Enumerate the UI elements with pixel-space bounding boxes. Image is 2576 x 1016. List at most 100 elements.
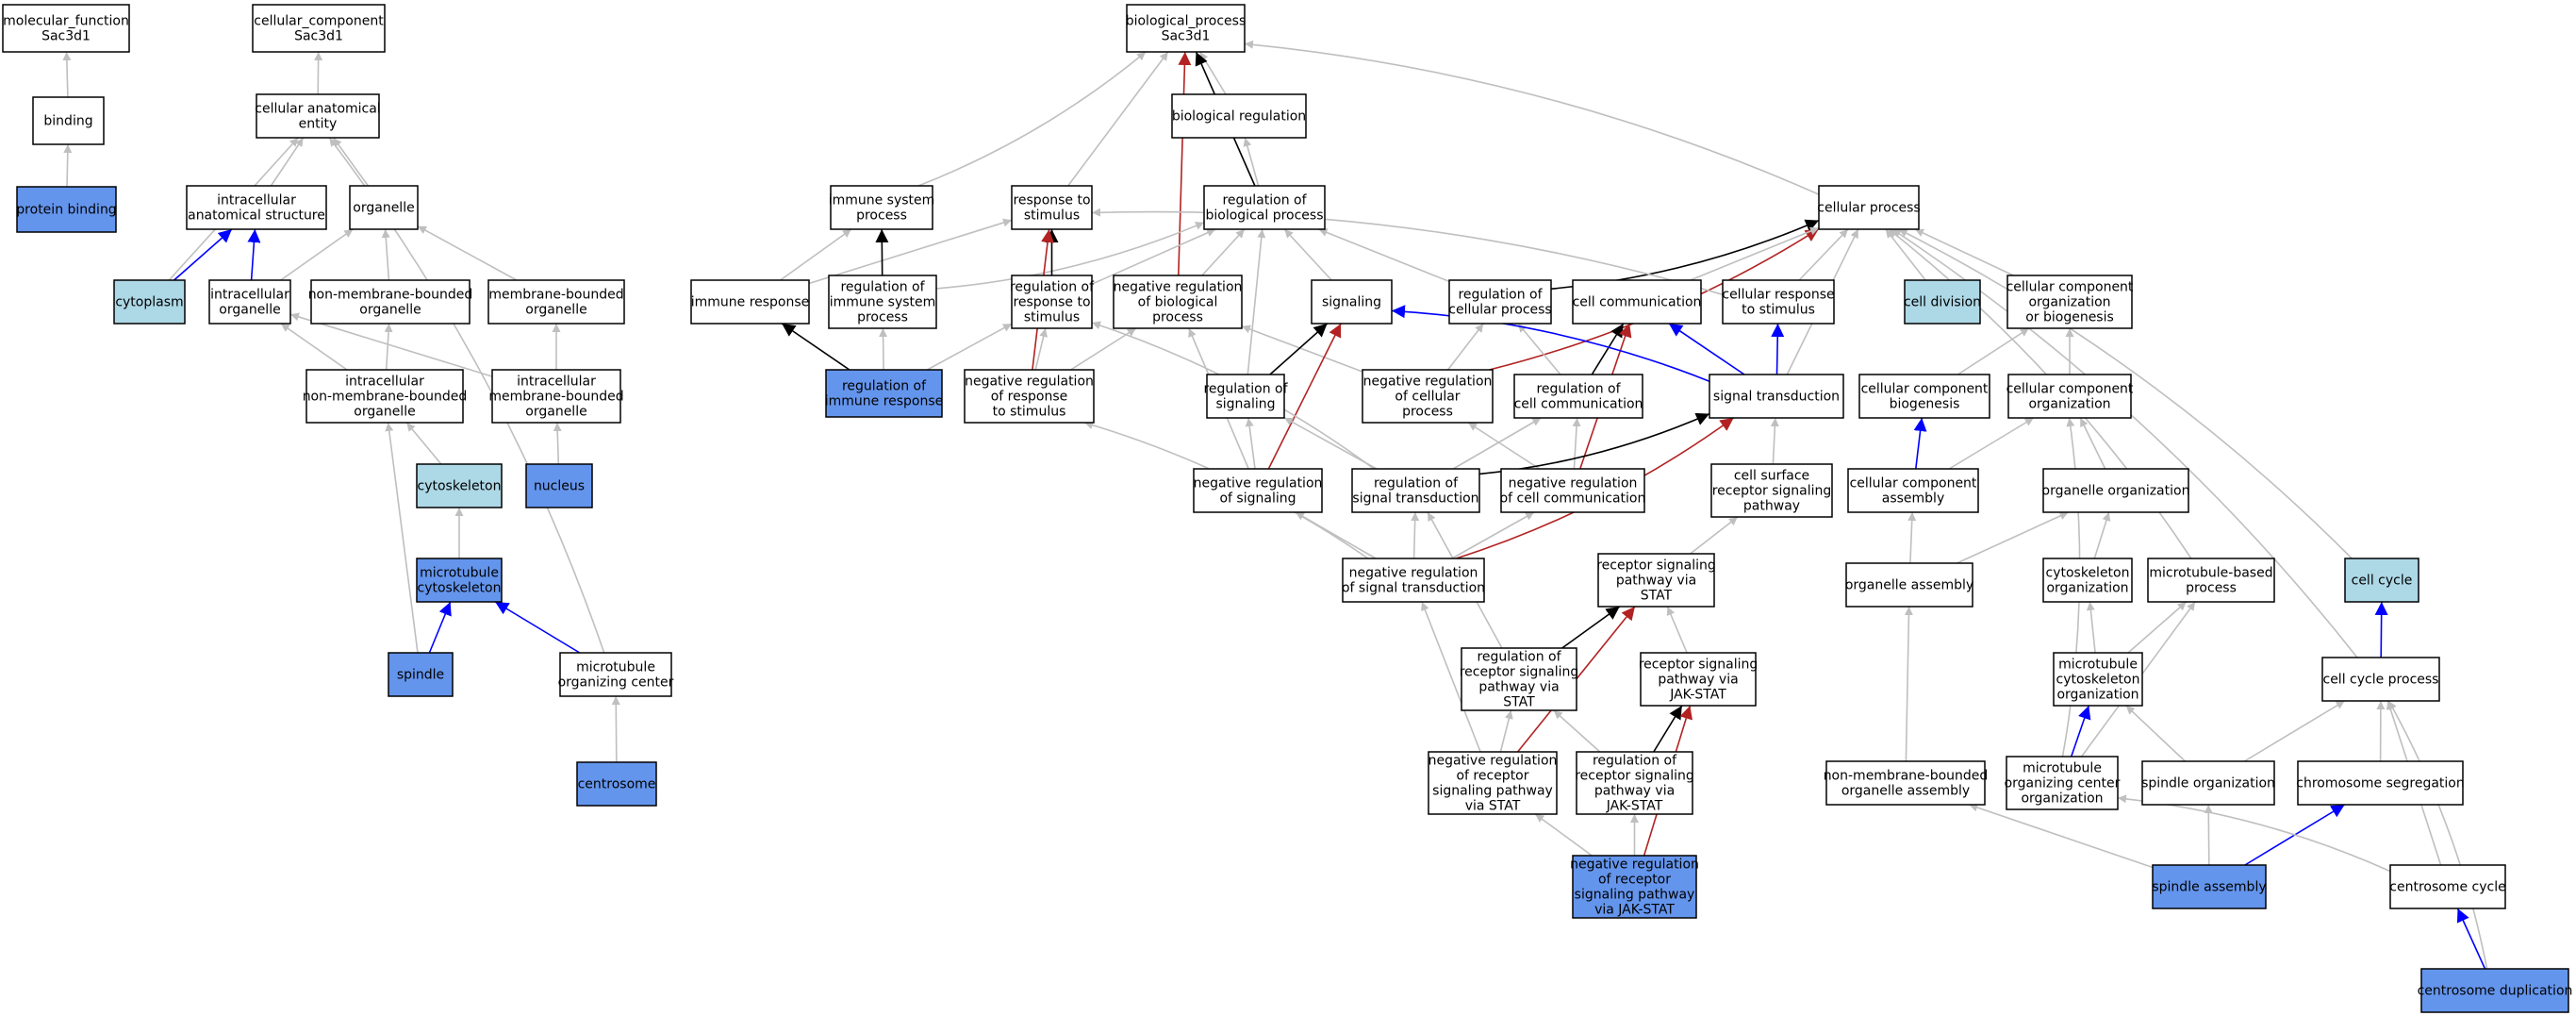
node-nmboa-label-line: non-membrane-bounded — [1824, 768, 1989, 783]
node-celldiv-label-line: cell division — [1904, 294, 1981, 309]
edge-isa-rbp-to-bioreg — [1243, 137, 1260, 187]
node-cellcomm-label-line: cell communication — [1573, 294, 1702, 309]
node-celldiv: cell division — [1904, 279, 1981, 325]
node-icorg-label-line: intracellular — [210, 287, 289, 302]
node-cellproc-label-line: cellular process — [1817, 200, 1920, 215]
edge-isa-nrsig-to-rsig — [1245, 417, 1256, 470]
node-signaling-label-line: signaling — [1322, 294, 1381, 309]
edge-isa-nrcc-to-nrcp — [1467, 422, 1541, 470]
edge-isa-spindle-to-inmbo — [385, 422, 419, 654]
edge-isa-rts-to-bp — [1067, 51, 1169, 187]
node-cytoskeleton: cytoskeleton — [416, 463, 503, 508]
node-ccbio-label-line: cellular component — [1861, 381, 1989, 396]
node-ccorg-label-line: organization — [2028, 396, 2110, 411]
edge-isa-orgorg-to-ccorg — [2079, 417, 2106, 470]
node-nmboa-box — [1825, 760, 1986, 806]
node-rspjak-label-line: receptor signaling — [1639, 657, 1759, 672]
edge-isa-nrrspstat-to-nrst — [1421, 601, 1481, 753]
node-nrrts-label-line: of response — [991, 389, 1068, 404]
node-bioreg: biological regulation — [1171, 93, 1307, 139]
node-rspjak-label-line: pathway via — [1658, 672, 1738, 687]
node-rsig-label-line: signaling — [1215, 396, 1275, 411]
edge-neg-regulates-nrsig-to-signaling — [1267, 323, 1342, 470]
node-bp-label-line: Sac3d1 — [1162, 28, 1211, 43]
edge-isa-csrsp-to-sigtrans — [1770, 417, 1779, 465]
node-rrts-label-line: regulation of — [1010, 279, 1095, 294]
node-rcp-box — [1448, 279, 1552, 325]
node-spindle-box — [388, 652, 454, 697]
edge-isa-spindleasm-to-nmboa — [1969, 803, 2154, 869]
edge-isa-rspjak-to-rspstat — [1666, 606, 1688, 654]
node-cskorg-label-line: cytoskeleton — [2046, 565, 2130, 580]
node-mtocorg-box — [2006, 756, 2119, 810]
node-csrsp-label-line: cell surface — [1734, 468, 1809, 483]
edge-isa-nrrts-to-nrbp — [1070, 327, 1137, 371]
edge-isa-centdup-to-ccproc — [2387, 700, 2488, 970]
node-mtocorg-label-line: organizing center — [2005, 775, 2121, 791]
edge-isa-isp-to-bp — [917, 51, 1147, 187]
edge-isa-rir-to-rrts — [927, 323, 1013, 371]
node-nrrts-label-line: to stimulus — [993, 404, 1066, 419]
node-rrspjak-label-line: JAK-STAT — [1606, 798, 1663, 813]
edge-isa-nmbo-to-organelle — [381, 228, 390, 281]
node-crts-box — [1722, 279, 1835, 325]
node-icorg-box — [208, 279, 291, 325]
node-ias-label-line: intracellular — [217, 192, 296, 208]
node-immresp: immune response — [690, 279, 810, 325]
node-signaling: signaling — [1311, 279, 1393, 325]
edge-isa-rrspjak-to-rrspstat — [1553, 709, 1601, 753]
node-cskorg-box — [2042, 558, 2133, 603]
node-centrosome: centrosome — [576, 761, 657, 807]
edge-isa-nrrts-to-rrts — [1034, 327, 1049, 371]
node-nrrspjak-label-line: signaling pathway — [1575, 887, 1695, 902]
edge-isa-inmbo-to-nmbo — [384, 323, 393, 371]
node-mtbp-box — [2147, 558, 2275, 603]
node-nrbp-label-line: process — [1152, 309, 1203, 325]
edge-isa-spindleorg-to-mtcskorg — [2125, 705, 2187, 762]
edge-layer — [62, 40, 2488, 970]
node-rir-box — [825, 369, 943, 418]
edge-part-of-cytoplasm-to-ias — [173, 228, 233, 281]
node-nrcp-label-line: negative regulation — [1363, 374, 1493, 389]
node-crts-label-line: to stimulus — [1742, 302, 1815, 317]
edge-isa-rspstat-to-csrsp — [1690, 516, 1739, 555]
edge-isa-crts-to-cellproc — [1798, 228, 1849, 281]
node-cellcycle-label-line: cell cycle — [2352, 573, 2413, 588]
node-nrst-box — [1342, 558, 1485, 603]
node-spindleorg: spindle organization — [2141, 760, 2275, 806]
edge-isa-mbo-to-organelle — [417, 225, 518, 281]
node-nrst-label-line: negative regulation — [1349, 565, 1478, 580]
edge-isa-orgasm-to-ccassembly — [1907, 511, 1917, 564]
edge-isa-signaling-to-rbp — [1283, 228, 1332, 281]
node-inmbo: intracellularnon-membrane-boundedorganel… — [303, 369, 468, 424]
node-rsig-label-line: regulation of — [1203, 381, 1288, 396]
node-nmbo-label-line: organelle — [359, 302, 421, 317]
node-protbind: protein binding — [16, 186, 117, 233]
node-nmboa-label-line: organelle assembly — [1841, 783, 1970, 798]
node-nrcc-label-line: negative regulation — [1509, 475, 1638, 491]
node-cytoskeleton-box — [416, 463, 503, 508]
node-mbo-label-line: membrane-bounded — [488, 287, 623, 302]
edge-part-of-mtoc-to-mtcsk — [494, 601, 581, 654]
node-nrsig-box — [1193, 468, 1323, 513]
node-rst-label-line: regulation of — [1374, 475, 1459, 491]
node-mtocorg-label-line: microtubule — [2023, 760, 2102, 775]
node-nrrspstat-label-line: via STAT — [1465, 798, 1521, 813]
node-nrbp-label-line: of biological — [1138, 294, 1218, 309]
node-inmbo-box — [305, 369, 464, 424]
node-cytoplasm: cytoplasm — [113, 279, 186, 325]
node-nucleus-label-line: nucleus — [534, 478, 585, 493]
edge-isa-ias-to-cae — [270, 137, 305, 187]
node-inmbo-label-line: non-membrane-bounded — [303, 389, 468, 404]
node-layer: molecular_functionSac3d1cellular_compone… — [2, 4, 2572, 1013]
node-nrrspstat-box — [1428, 751, 1558, 815]
node-ccassembly-label-line: assembly — [1882, 491, 1944, 506]
node-protbind-label-line: protein binding — [16, 202, 116, 217]
